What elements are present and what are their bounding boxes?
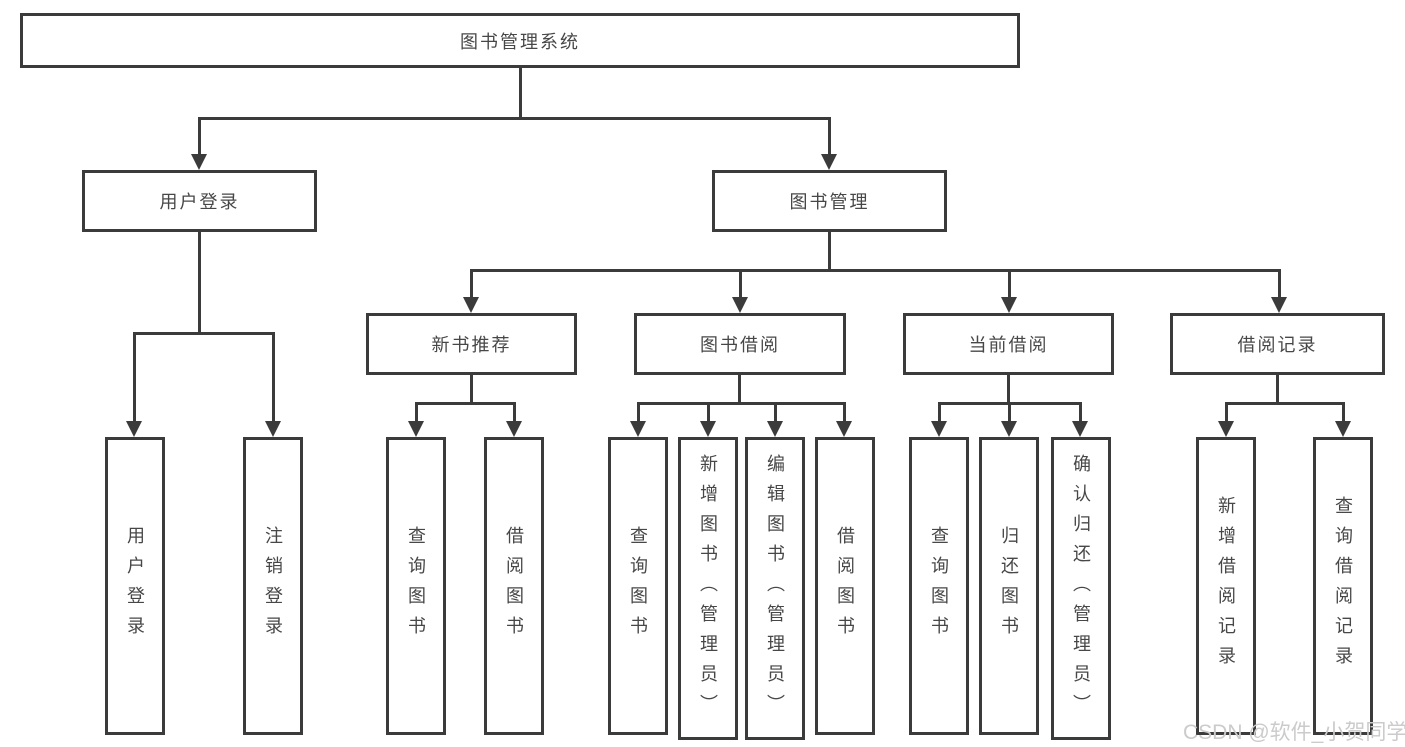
node-book-management: 图书管理 — [712, 170, 947, 232]
connector-borrowing-drop-4 — [843, 402, 846, 423]
leaf-logout-label: 注销登录 — [263, 526, 283, 646]
leaf-query-books-current: 查询图书 — [909, 437, 969, 735]
connector-current-drop-2 — [1008, 402, 1011, 423]
connector-user-login-drop-2 — [272, 332, 275, 423]
leaf-confirm-return-admin: 确认归还（管理员） — [1051, 437, 1111, 740]
leaf-borrow-books-recommend-label: 借阅图书 — [504, 526, 524, 646]
arrow-down-icon — [1072, 421, 1088, 437]
connector-root-stem — [519, 66, 522, 119]
connector-records-stem — [1276, 373, 1279, 405]
node-borrowing-records-label: 借阅记录 — [1237, 335, 1318, 355]
arrow-down-icon — [931, 421, 947, 437]
connector-current-stem — [1007, 373, 1010, 405]
leaf-query-borrow-record-label: 查询借阅记录 — [1333, 496, 1353, 676]
arrow-down-icon — [732, 297, 748, 313]
leaf-query-books-borrowing-label: 查询图书 — [628, 526, 648, 646]
connector-current-drop-1 — [938, 402, 941, 423]
leaf-edit-books-admin-label: 编辑图书（管理员） — [765, 453, 785, 724]
arrow-down-icon — [408, 421, 424, 437]
arrow-down-icon — [1001, 421, 1017, 437]
arrow-down-icon — [191, 154, 207, 170]
node-root-label: 图书管理系统 — [460, 31, 580, 52]
node-new-book-recommend: 新书推荐 — [366, 313, 577, 375]
leaf-borrow-books-borrowing: 借阅图书 — [815, 437, 875, 735]
arrow-down-icon — [506, 421, 522, 437]
arrow-down-icon — [821, 154, 837, 170]
connector-records-drop-2 — [1342, 402, 1345, 423]
arrow-down-icon — [836, 421, 852, 437]
leaf-query-books-recommend: 查询图书 — [386, 437, 446, 735]
leaf-add-books-admin: 新增图书（管理员） — [678, 437, 738, 740]
arrow-down-icon — [126, 421, 142, 437]
connector-book-mgmt-stem — [828, 230, 831, 272]
node-new-book-recommend-label: 新书推荐 — [431, 335, 512, 355]
connector-root-bus — [198, 117, 831, 120]
leaf-logout: 注销登录 — [243, 437, 303, 735]
connector-borrowing-drop-3 — [774, 402, 777, 423]
connector-book-mgmt-drop-4 — [1278, 269, 1281, 299]
connector-new-book-drop-2 — [513, 402, 516, 423]
connector-records-drop-1 — [1225, 402, 1228, 423]
connector-new-book-stem — [470, 373, 473, 405]
leaf-query-books-borrowing: 查询图书 — [608, 437, 668, 735]
node-book-borrowing: 图书借阅 — [634, 313, 846, 375]
connector-user-login-stem — [198, 230, 201, 334]
node-current-borrowing-label: 当前借阅 — [968, 335, 1049, 355]
node-current-borrowing: 当前借阅 — [903, 313, 1114, 375]
arrow-down-icon — [1271, 297, 1287, 313]
connector-borrowing-drop-1 — [637, 402, 640, 423]
leaf-query-books-current-label: 查询图书 — [929, 526, 949, 646]
leaf-add-books-admin-label: 新增图书（管理员） — [698, 453, 718, 724]
leaf-add-borrow-record: 新增借阅记录 — [1196, 437, 1256, 735]
arrow-down-icon — [630, 421, 646, 437]
leaf-user-login: 用户登录 — [105, 437, 165, 735]
connector-records-bus — [1225, 402, 1344, 405]
connector-book-mgmt-bus — [470, 269, 1281, 272]
leaf-edit-books-admin: 编辑图书（管理员） — [745, 437, 805, 740]
connector-root-drop-right — [828, 117, 831, 156]
connector-new-book-drop-1 — [415, 402, 418, 423]
connector-borrowing-drop-2 — [707, 402, 710, 423]
connector-book-mgmt-drop-1 — [470, 269, 473, 299]
leaf-borrow-books-borrowing-label: 借阅图书 — [835, 526, 855, 646]
leaf-query-books-recommend-label: 查询图书 — [406, 526, 426, 646]
connector-user-login-drop-1 — [133, 332, 136, 423]
arrow-down-icon — [1001, 297, 1017, 313]
connector-new-book-bus — [415, 402, 516, 405]
connector-current-drop-3 — [1079, 402, 1082, 423]
leaf-query-borrow-record: 查询借阅记录 — [1313, 437, 1373, 735]
leaf-return-books: 归还图书 — [979, 437, 1039, 735]
leaf-confirm-return-admin-label: 确认归还（管理员） — [1071, 453, 1091, 724]
node-user-login-label: 用户登录 — [159, 192, 240, 212]
connector-borrowing-bus — [637, 402, 846, 405]
arrow-down-icon — [1218, 421, 1234, 437]
node-book-management-label: 图书管理 — [789, 192, 870, 212]
node-user-login: 用户登录 — [82, 170, 317, 232]
arrow-down-icon — [265, 421, 281, 437]
arrow-down-icon — [1335, 421, 1351, 437]
leaf-user-login-label: 用户登录 — [125, 526, 145, 646]
node-book-borrowing-label: 图书借阅 — [700, 335, 780, 355]
leaf-add-borrow-record-label: 新增借阅记录 — [1216, 496, 1236, 676]
leaf-return-books-label: 归还图书 — [999, 526, 1019, 646]
watermark: CSDN @软件_小贺同学 — [1183, 721, 1405, 744]
leaf-borrow-books-recommend: 借阅图书 — [484, 437, 544, 735]
connector-user-login-bus — [133, 332, 275, 335]
connector-root-drop-left — [198, 117, 201, 156]
connector-book-mgmt-drop-3 — [1008, 269, 1011, 299]
node-borrowing-records: 借阅记录 — [1170, 313, 1385, 375]
arrow-down-icon — [463, 297, 479, 313]
connector-borrowing-stem — [738, 373, 741, 405]
connector-book-mgmt-drop-2 — [739, 269, 742, 299]
node-root: 图书管理系统 — [20, 13, 1020, 68]
arrow-down-icon — [767, 421, 783, 437]
arrow-down-icon — [700, 421, 716, 437]
